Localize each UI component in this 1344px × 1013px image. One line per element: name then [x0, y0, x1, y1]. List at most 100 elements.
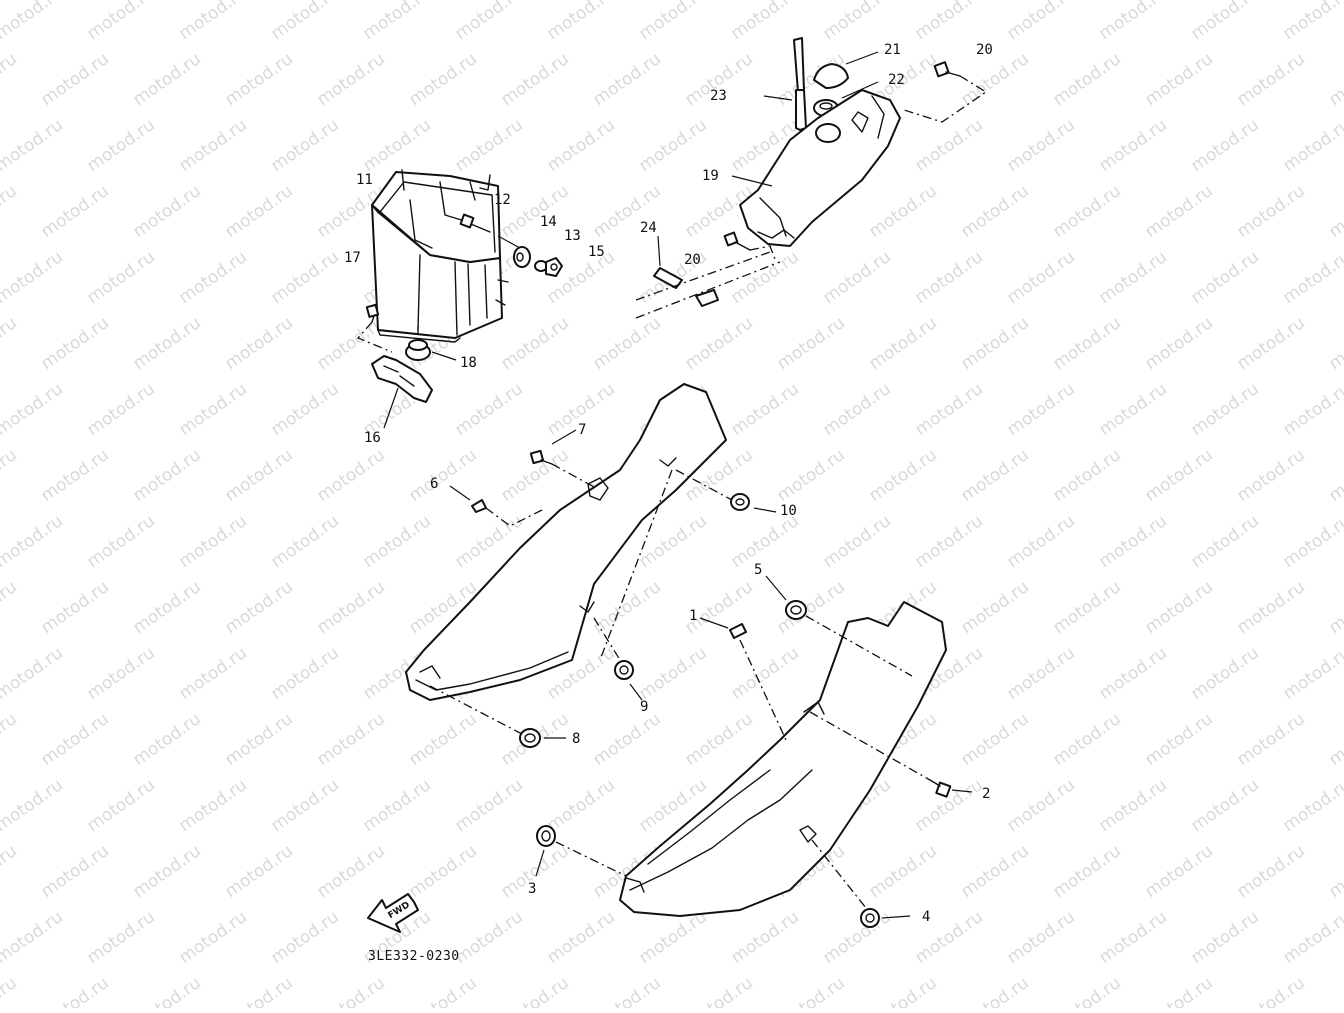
watermark-text: motod.ru: [359, 775, 434, 836]
reservoir-tank-19: [739, 89, 901, 247]
watermark-text: motod.ru: [175, 247, 250, 308]
watermark-text: motod.ru: [0, 247, 67, 308]
watermark-text: motod.ru: [0, 577, 21, 638]
watermark-text: motod.ru: [0, 0, 67, 44]
watermark-text: motod.ru: [911, 379, 986, 440]
watermark-text: motod.ru: [267, 907, 342, 968]
watermark-text: motod.ru: [497, 973, 572, 1008]
watermark-text: motod.ru: [451, 907, 526, 968]
watermark-text: motod.ru: [819, 247, 894, 308]
watermark-text: motod.ru: [0, 115, 67, 176]
watermark-text: motod.ru: [957, 49, 1032, 110]
watermark-text: motod.ru: [681, 973, 756, 1008]
watermark-text: motod.ru: [681, 709, 756, 770]
watermark-text: motod.ru: [1003, 0, 1078, 44]
grommet-9: [614, 660, 634, 680]
callout-12: 12: [494, 192, 511, 208]
watermark-text: motod.ru: [1279, 643, 1344, 704]
watermark-text: motod.ru: [129, 49, 204, 110]
watermark-text: motod.ru: [37, 445, 112, 506]
watermark-text: motod.ru: [911, 0, 986, 44]
watermark-text: motod.ru: [0, 511, 67, 572]
watermark-text: motod.ru: [1279, 0, 1344, 44]
callout-21: 21: [884, 42, 901, 58]
watermark-text: motod.ru: [129, 709, 204, 770]
callout-1: 1: [689, 608, 697, 624]
watermark-text: motod.ru: [313, 577, 388, 638]
watermark-text: motod.ru: [819, 511, 894, 572]
watermark-text: motod.ru: [1187, 247, 1262, 308]
watermark-text: motod.ru: [543, 907, 618, 968]
watermark-text: motod.ru: [1095, 0, 1170, 44]
watermark-text: motod.ru: [1187, 907, 1262, 968]
watermark-text: motod.ru: [773, 973, 848, 1008]
watermark-text: motod.ru: [1233, 313, 1308, 374]
bolt-17: [365, 303, 380, 323]
diagram-reference-code: 3LE332-0230: [368, 949, 460, 964]
watermark-text: motod.ru: [865, 973, 940, 1008]
watermark-text: motod.ru: [1325, 577, 1344, 638]
callout-10: 10: [780, 503, 797, 519]
watermark-text: motod.ru: [911, 115, 986, 176]
battery-box: [371, 169, 509, 343]
watermark-text: motod.ru: [819, 0, 894, 44]
watermark-text: motod.ru: [359, 0, 434, 44]
watermark-text: motod.ru: [0, 643, 67, 704]
watermark-text: motod.ru: [451, 115, 526, 176]
watermark-text: motod.ru: [1003, 379, 1078, 440]
callout-23: 23: [710, 88, 727, 104]
callout-15: 15: [588, 244, 605, 260]
clip-6: [471, 499, 487, 513]
watermark-text: motod.ru: [1187, 0, 1262, 44]
watermark-text: motod.ru: [1095, 379, 1170, 440]
watermark-text: motod.ru: [1279, 115, 1344, 176]
watermark-text: motod.ru: [1233, 709, 1308, 770]
callout-9: 9: [640, 699, 648, 715]
watermark-text: motod.ru: [957, 181, 1032, 242]
watermark-text: motod.ru: [1003, 247, 1078, 308]
watermark-text: motod.ru: [37, 709, 112, 770]
watermark-text: motod.ru: [865, 445, 940, 506]
watermark-text: motod.ru: [175, 907, 250, 968]
callout-19: 19: [702, 168, 719, 184]
watermark-text: motod.ru: [727, 511, 802, 572]
damper-18: [405, 339, 431, 361]
fwd-arrow-icon: FWD: [367, 893, 419, 933]
watermark-text: motod.ru: [1003, 775, 1078, 836]
watermark-text: motod.ru: [957, 841, 1032, 902]
watermark-text: motod.ru: [221, 445, 296, 506]
watermark-text: motod.ru: [1003, 907, 1078, 968]
watermark-text: motod.ru: [773, 445, 848, 506]
side-cover-lower: [619, 601, 947, 917]
watermark-text: motod.ru: [405, 841, 480, 902]
watermark-text: motod.ru: [405, 709, 480, 770]
watermark-text: motod.ru: [911, 775, 986, 836]
watermark-text: motod.ru: [497, 49, 572, 110]
callout-6: 6: [430, 476, 438, 492]
watermark-text: motod.ru: [1049, 841, 1124, 902]
watermark-text: motod.ru: [83, 0, 158, 44]
watermark-text: motod.ru: [1187, 643, 1262, 704]
watermark-text: motod.ru: [37, 577, 112, 638]
watermark-text: motod.ru: [1325, 709, 1344, 770]
watermark-text: motod.ru: [313, 841, 388, 902]
watermark-text: motod.ru: [773, 577, 848, 638]
watermark-text: motod.ru: [83, 643, 158, 704]
watermark-text: motod.ru: [175, 0, 250, 44]
watermark-text: motod.ru: [1279, 379, 1344, 440]
callout-16: 16: [364, 430, 381, 446]
watermark-text: motod.ru: [1233, 181, 1308, 242]
watermark-text: motod.ru: [359, 511, 434, 572]
watermark-text: motod.ru: [1049, 49, 1124, 110]
watermark-text: motod.ru: [865, 841, 940, 902]
watermark-text: motod.ru: [1049, 577, 1124, 638]
watermark-text: motod.ru: [1279, 247, 1344, 308]
watermark-text: motod.ru: [1003, 643, 1078, 704]
watermark-text: motod.ru: [1141, 49, 1216, 110]
watermark-text: motod.ru: [865, 181, 940, 242]
watermark-text: motod.ru: [635, 511, 710, 572]
watermark-text: motod.ru: [313, 973, 388, 1008]
watermark-text: motod.ru: [497, 181, 572, 242]
watermark-text: motod.ru: [37, 49, 112, 110]
